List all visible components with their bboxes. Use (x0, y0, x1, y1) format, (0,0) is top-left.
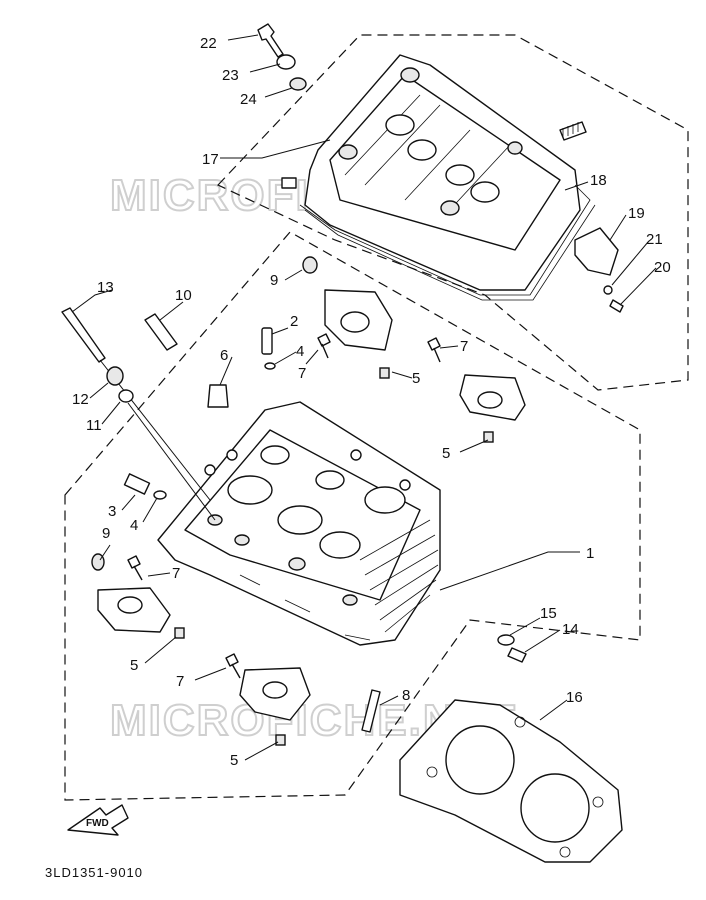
part-19-bracket (574, 227, 619, 276)
callout-15: 15 (540, 605, 557, 622)
callout-9-left: 9 (102, 525, 110, 542)
cover-group-outline (216, 34, 689, 391)
part-3-stud (123, 473, 151, 495)
head-cover-gasket (299, 184, 591, 296)
part-4-washer-top (264, 362, 276, 370)
callout-18: 18 (590, 172, 607, 189)
callout-17: 17 (202, 151, 219, 168)
part-14-bolt (507, 647, 527, 663)
callout-8: 8 (402, 687, 410, 704)
callout-14: 14 (562, 621, 579, 638)
callout-labels: 22 23 24 17 18 19 21 20 13 10 9 2 4 6 7 … (72, 35, 671, 769)
part-11-washer (118, 389, 134, 403)
part-4-washer-left (153, 490, 167, 500)
part-20-bolt (609, 299, 624, 313)
callout-22: 22 (200, 35, 217, 52)
callout-10: 10 (175, 287, 192, 304)
callout-5-a: 5 (412, 370, 420, 387)
cylinder-head-gasket (399, 699, 623, 863)
camshaft-cap-right (459, 374, 526, 421)
callout-9-top: 9 (270, 272, 278, 289)
callout-24: 24 (240, 91, 257, 108)
part-6-seal (207, 384, 229, 408)
cylinder-head (157, 401, 441, 646)
callout-6: 6 (220, 347, 228, 364)
callout-4-top: 4 (296, 343, 304, 360)
part-7-bolt-c (127, 555, 143, 581)
part-5-dowel-d (275, 734, 286, 746)
callout-1: 1 (586, 545, 594, 562)
part-13-bolt (61, 307, 106, 363)
part-5-dowel-a (379, 367, 390, 379)
part-10-spark-plug (144, 313, 178, 351)
part-7-bolt-a (317, 333, 331, 359)
camshaft-cap-bottom (239, 667, 311, 721)
callout-2: 2 (290, 313, 298, 330)
part-5-dowel-b (483, 431, 494, 443)
callout-5-b: 5 (442, 445, 450, 462)
part-7-bolt-d (225, 653, 241, 679)
head-group-outline (64, 231, 641, 801)
callout-13: 13 (97, 279, 114, 296)
part-9-top (302, 256, 318, 274)
camshaft-cap-top (324, 289, 393, 351)
part-2-stud (261, 327, 273, 355)
part-15-washer (497, 634, 515, 646)
part-24-grommet (289, 77, 307, 91)
part-22-bolt (257, 23, 284, 58)
part-23-washer (276, 54, 296, 70)
cylinder-head-cover (281, 54, 587, 291)
callout-7-c: 7 (172, 565, 180, 582)
callout-21: 21 (646, 231, 663, 248)
svg-text:FWD: FWD (86, 818, 109, 829)
callout-7-a: 7 (298, 365, 306, 382)
callout-7-b: 7 (460, 338, 468, 355)
callout-19: 19 (628, 205, 645, 222)
part-5-dowel-c (174, 627, 185, 639)
callout-5-c: 5 (130, 657, 138, 674)
forward-direction-arrow: FWD (67, 804, 129, 836)
callout-3: 3 (108, 503, 116, 520)
camshaft-cap-left (97, 587, 171, 633)
callout-5-d: 5 (230, 752, 238, 769)
part-12-nut (106, 366, 124, 386)
callout-20: 20 (654, 259, 671, 276)
callout-7-d: 7 (176, 673, 184, 690)
diagram-code: 3LD1351-9010 (45, 865, 143, 880)
leader-lines (71, 34, 657, 761)
part-7-bolt-b (427, 337, 441, 363)
part-8-stud (361, 689, 381, 733)
part-21-washer (603, 285, 613, 295)
callout-12: 12 (72, 391, 89, 408)
callout-4-left: 4 (130, 517, 138, 534)
callout-16: 16 (566, 689, 583, 706)
callout-11: 11 (86, 417, 102, 434)
callout-23: 23 (222, 67, 239, 84)
